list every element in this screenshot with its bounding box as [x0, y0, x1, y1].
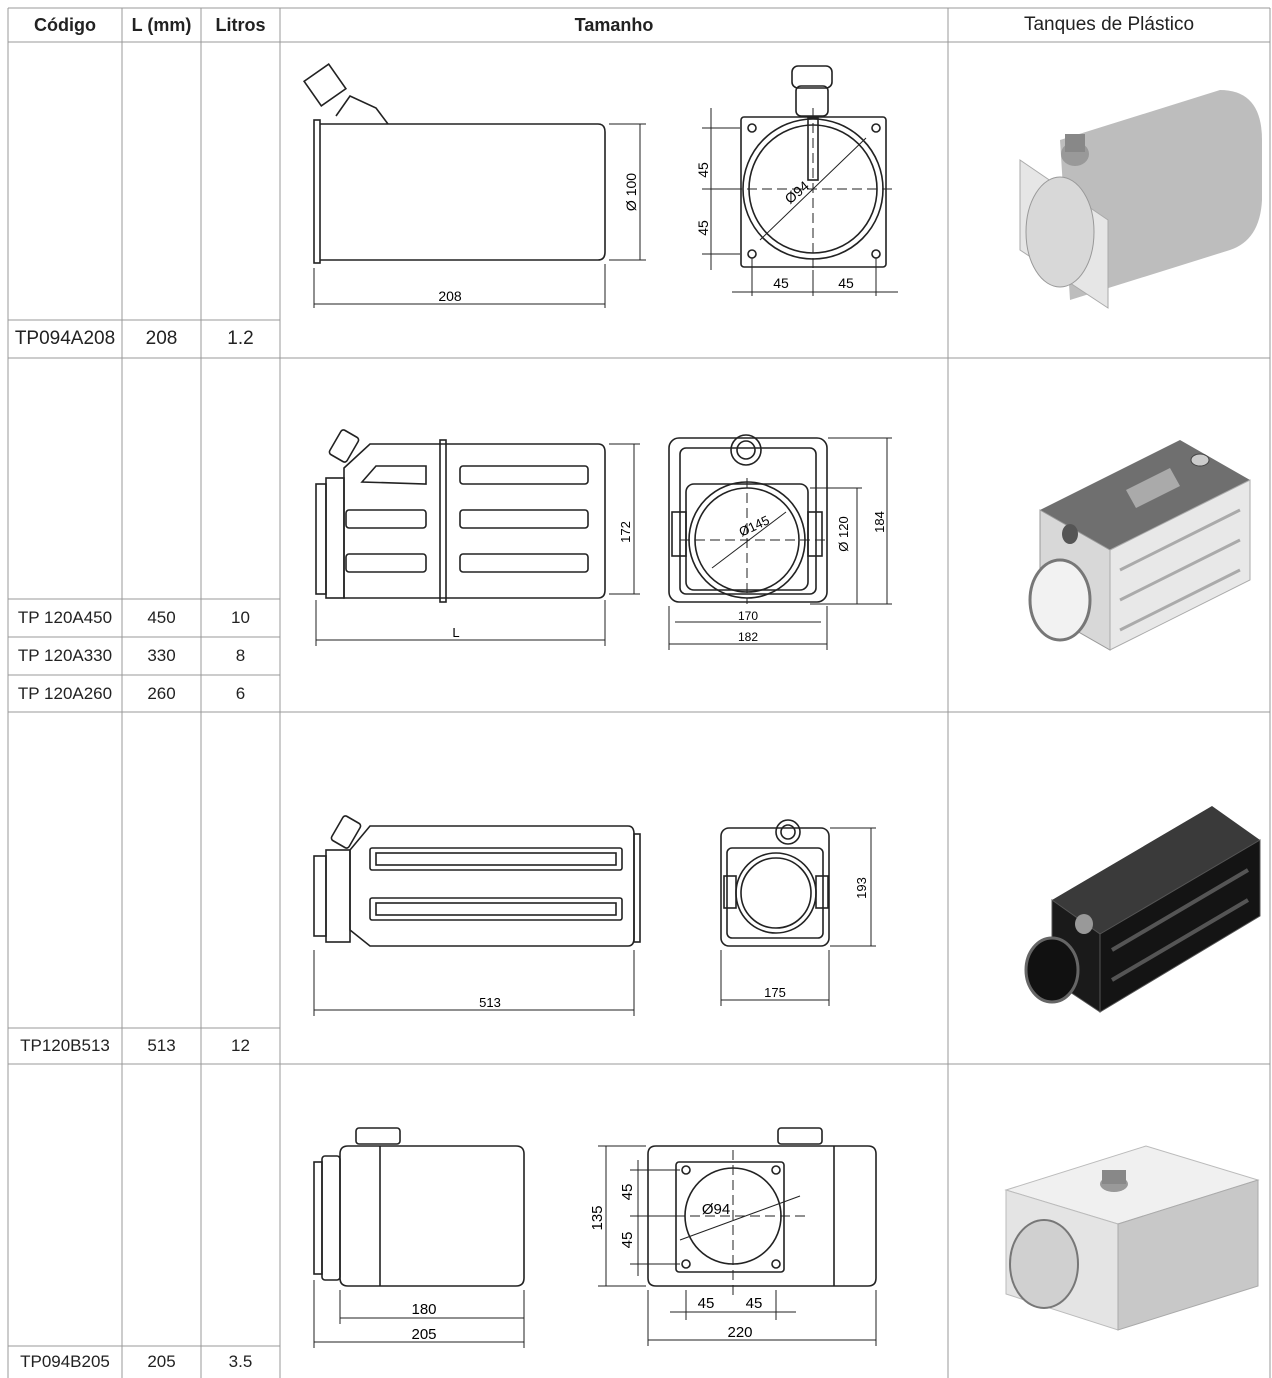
dim-w3: 45: [698, 1295, 715, 1312]
dim-bore: Ø94: [702, 1201, 730, 1218]
dim-h1: 45: [695, 162, 711, 178]
dim-h2: 45: [695, 220, 711, 236]
table-row-l: 260: [147, 684, 176, 703]
dim-h2: 45: [619, 1232, 636, 1249]
dim-w2: 205: [411, 1326, 436, 1343]
side-view-1: [302, 62, 646, 308]
table-row-litros: 8: [235, 646, 246, 665]
table-row-l: 450: [147, 608, 176, 627]
table-row-litros: 10: [231, 608, 250, 627]
dim-w4: 45: [746, 1295, 763, 1312]
header-l-mm: L (mm): [131, 15, 192, 35]
dim-height: 135: [589, 1205, 606, 1230]
dim-length: L: [452, 625, 459, 640]
header-litros: Litros: [215, 15, 266, 35]
table-row-l: 208: [145, 328, 178, 349]
table-row-codigo: TP094A208: [14, 328, 116, 349]
tank-render-1: [1019, 90, 1262, 309]
table-row-codigo: TP 120A330: [17, 646, 113, 665]
dim-diameter: Ø 120: [836, 516, 851, 551]
table-row-litros: 6: [235, 684, 246, 703]
dim-height: 172: [618, 521, 633, 543]
table-row-codigo: TP094B205: [20, 1352, 110, 1371]
dim-h1: 45: [619, 1184, 636, 1201]
dim-width: 220: [727, 1324, 752, 1341]
dim-height2: 184: [872, 511, 887, 533]
table-row-l: 205: [147, 1352, 176, 1371]
side-view-4: [313, 1127, 525, 1348]
side-view-3: [313, 815, 641, 1016]
dim-w1: 180: [411, 1301, 436, 1318]
table-row-codigo: TP120B513: [20, 1036, 110, 1055]
table-row-l: 330: [147, 646, 176, 665]
table-row-litros: 12: [231, 1036, 250, 1055]
dim-width: 175: [764, 985, 786, 1000]
dim-length: 513: [479, 995, 501, 1010]
dim-height: 193: [854, 877, 869, 899]
tank-render-2: [1028, 440, 1251, 651]
header-tanques: Tanques de Plástico: [1023, 14, 1195, 35]
table-row-litros: 1.2: [227, 328, 254, 349]
dim-w1: 45: [773, 275, 789, 291]
tank-render-4: [1004, 1145, 1260, 1331]
front-view-3: [720, 819, 876, 1006]
header-tamanho: Tamanho: [574, 15, 654, 35]
dim-w2: 182: [738, 630, 758, 644]
table-row-codigo: TP 120A450: [17, 608, 113, 627]
dim-diameter: Ø 100: [623, 173, 639, 211]
header-codigo: Código: [34, 15, 96, 35]
table-row-litros: 3.5: [228, 1352, 253, 1371]
front-view-2: [668, 434, 892, 650]
front-view-1: [702, 65, 898, 296]
dim-length: 208: [438, 288, 462, 304]
table-row-l: 513: [147, 1036, 176, 1055]
dim-w2: 45: [838, 275, 854, 291]
front-view-4: [598, 1127, 877, 1346]
tank-render-3: [1024, 806, 1261, 1013]
side-view-2: [315, 429, 640, 646]
table-row-codigo: TP 120A260: [17, 684, 113, 703]
dim-w1: 170: [738, 609, 758, 623]
